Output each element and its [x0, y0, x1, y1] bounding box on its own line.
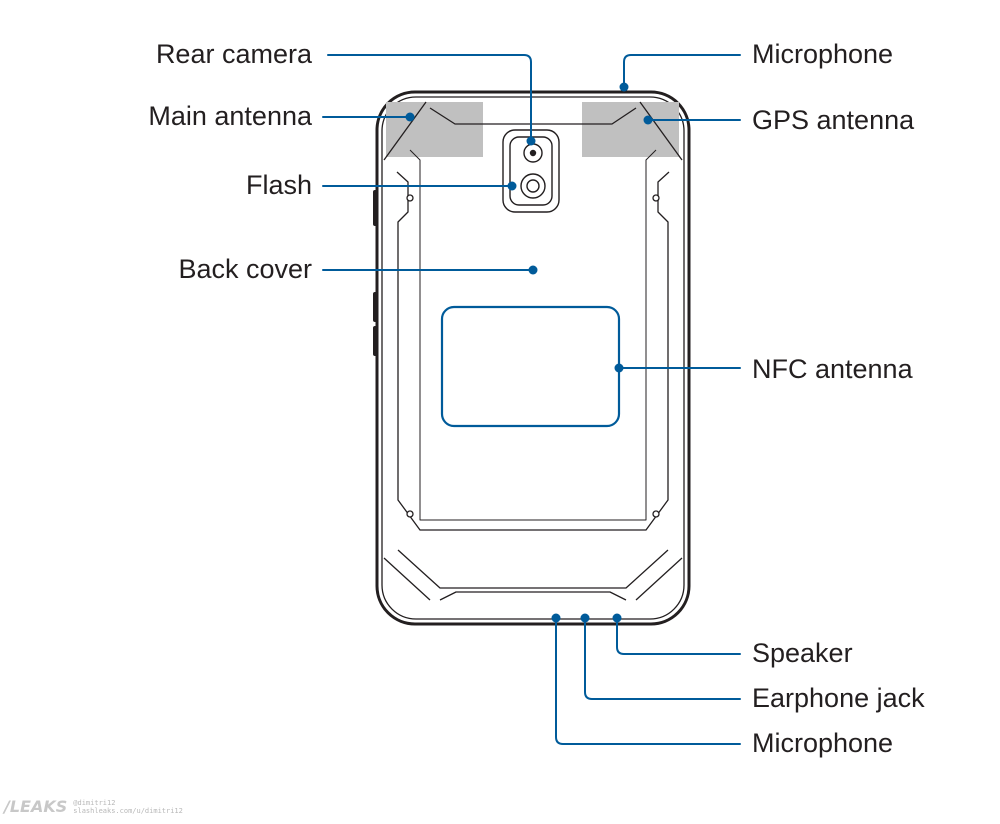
label-back-cover: Back cover [178, 254, 312, 284]
label-microphone-top: Microphone [752, 39, 894, 69]
label-main-antenna: Main antenna [148, 101, 312, 131]
watermark-line-1: @dimitri12 [73, 798, 116, 807]
label-rear-camera: Rear camera [155, 39, 312, 69]
label-earphone-jack: Earphone jack [752, 683, 925, 713]
leader-speaker [616, 619, 741, 655]
leader-microphone-top [623, 54, 741, 87]
leader-rear-camera [327, 54, 532, 141]
label-nfc-antenna: NFC antenna [752, 354, 913, 384]
leader-microphone-bottom [555, 619, 741, 745]
back-cover-structure [383, 101, 683, 601]
tablet-body-inner-outline [381, 96, 685, 620]
screw-holes [406, 194, 660, 518]
leader-dots [405, 82, 653, 623]
watermark-logo: /LEAKS [4, 797, 68, 816]
gps-antenna-zone [582, 102, 679, 157]
watermark: /LEAKS @dimitri12 slashleaks.com/u/dimit… [4, 797, 183, 816]
label-gps-antenna: GPS antenna [752, 105, 915, 135]
label-flash: Flash [245, 170, 312, 200]
tablet-body-outline [375, 90, 691, 626]
watermark-line-2: slashleaks.com/u/dimitri12 [73, 806, 183, 815]
label-microphone-bottom: Microphone [752, 728, 894, 758]
leader-lines [322, 54, 741, 745]
label-speaker: Speaker [752, 638, 853, 668]
leader-earphone-jack [584, 619, 741, 700]
watermark-text: @dimitri12 slashleaks.com/u/dimitri12 [73, 799, 183, 815]
